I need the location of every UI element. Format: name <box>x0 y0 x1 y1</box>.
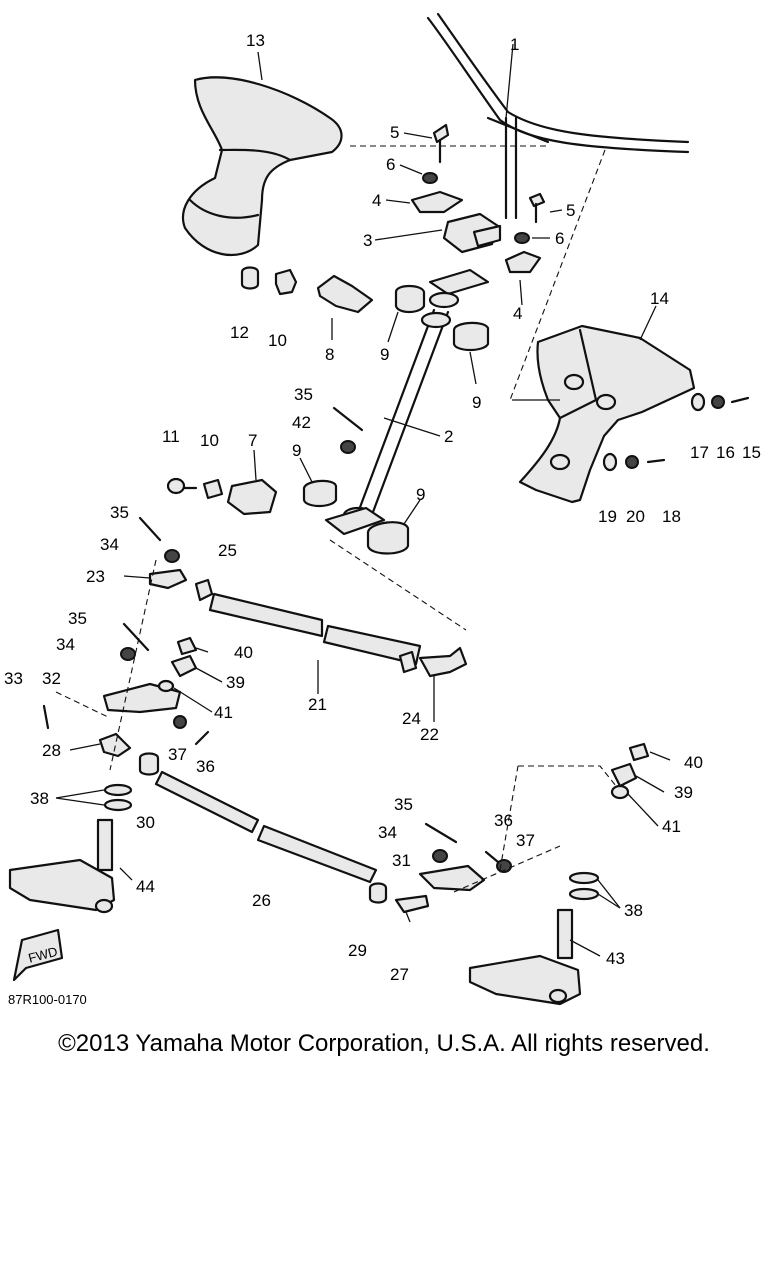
callout-42: 42 <box>292 413 311 432</box>
left-spindle-group <box>8 752 378 914</box>
callout-40b: 40 <box>684 753 703 772</box>
callout-34: 34 <box>100 535 119 554</box>
callout-18: 18 <box>662 507 681 526</box>
lower-holder-group <box>374 212 502 309</box>
callout-33: 33 <box>4 669 23 688</box>
clamp-parts-upper <box>240 266 490 385</box>
callout-13: 13 <box>246 31 265 50</box>
callout-19: 19 <box>598 507 617 526</box>
steering-parts-diagram: FWD 13 1 5 6 4 5 3 6 4 12 10 8 9 9 14 35… <box>4 12 761 1006</box>
callout-4: 4 <box>372 191 381 210</box>
callout-35b: 35 <box>110 503 129 522</box>
callout-43: 43 <box>606 949 625 968</box>
callout-20: 20 <box>626 507 645 526</box>
callout-9d: 9 <box>416 485 425 504</box>
callout-15: 15 <box>742 443 761 462</box>
tie-rod-upper <box>208 592 468 722</box>
callout-16: 16 <box>716 443 735 462</box>
callout-38b: 38 <box>624 901 643 920</box>
callout-35d: 35 <box>394 795 413 814</box>
callout-38: 38 <box>30 789 49 808</box>
handlebar <box>426 12 690 401</box>
callout-23: 23 <box>86 567 105 586</box>
callout-21: 21 <box>308 695 327 714</box>
callout-30: 30 <box>136 813 155 832</box>
callout-7: 7 <box>248 431 257 450</box>
copyright-notice: ©2013 Yamaha Motor Corporation, U.S.A. A… <box>58 1030 710 1057</box>
callout-40: 40 <box>234 643 253 662</box>
callout-27: 27 <box>390 965 409 984</box>
callout-numbers: 13 1 5 6 4 5 3 6 4 12 10 8 9 9 14 35 42 … <box>4 31 761 984</box>
callout-24: 24 <box>402 709 421 728</box>
callout-10b: 10 <box>200 431 219 450</box>
callout-37: 37 <box>168 745 187 764</box>
pitman-arm-group <box>42 559 210 771</box>
fwd-arrow-label: FWD <box>27 944 59 966</box>
callout-44: 44 <box>136 877 155 896</box>
callout-4b: 4 <box>513 304 522 323</box>
tie-rod-end-upper <box>123 516 214 602</box>
panel-fasteners <box>602 392 750 472</box>
callout-35: 35 <box>294 385 313 404</box>
callout-14: 14 <box>650 289 669 308</box>
callout-36: 36 <box>196 757 215 776</box>
callout-41: 41 <box>214 703 233 722</box>
front-panel <box>512 305 696 504</box>
callout-39: 39 <box>226 673 245 692</box>
upper-holder-group <box>385 123 563 306</box>
callout-10: 10 <box>268 331 287 350</box>
callout-17: 17 <box>690 443 709 462</box>
callout-36b: 36 <box>494 811 513 830</box>
callout-5b: 5 <box>566 201 575 220</box>
callout-5: 5 <box>390 123 399 142</box>
fwd-arrow: FWD <box>12 928 64 982</box>
callout-1: 1 <box>510 35 519 54</box>
callout-34b: 34 <box>56 635 75 654</box>
callout-34c: 34 <box>378 823 397 842</box>
callout-6b: 6 <box>555 229 564 248</box>
callout-32: 32 <box>42 669 61 688</box>
steering-column <box>324 308 467 631</box>
callout-2: 2 <box>444 427 453 446</box>
callout-9b: 9 <box>472 393 481 412</box>
callout-37b: 37 <box>516 831 535 850</box>
callout-41b: 41 <box>662 817 681 836</box>
clamp-parts-lower <box>166 449 421 555</box>
callout-3: 3 <box>363 231 372 250</box>
callout-22: 22 <box>420 725 439 744</box>
right-spindle-group <box>368 742 650 1006</box>
callout-35c: 35 <box>68 609 87 628</box>
callout-26: 26 <box>252 891 271 910</box>
callout-25: 25 <box>218 541 237 560</box>
callout-11: 11 <box>162 427 180 446</box>
callout-31: 31 <box>392 851 411 870</box>
callout-29: 29 <box>348 941 367 960</box>
callout-6: 6 <box>386 155 395 174</box>
callout-39b: 39 <box>674 783 693 802</box>
callout-28: 28 <box>42 741 61 760</box>
column-fasteners <box>332 406 364 454</box>
callout-8: 8 <box>325 345 334 364</box>
leader-lines <box>55 647 671 909</box>
callout-9: 9 <box>380 345 389 364</box>
callout-12: 12 <box>230 323 249 342</box>
diagram-code: 87R100-0170 <box>8 992 87 1007</box>
callout-9c: 9 <box>292 441 301 460</box>
handlebar-cover <box>181 51 548 257</box>
